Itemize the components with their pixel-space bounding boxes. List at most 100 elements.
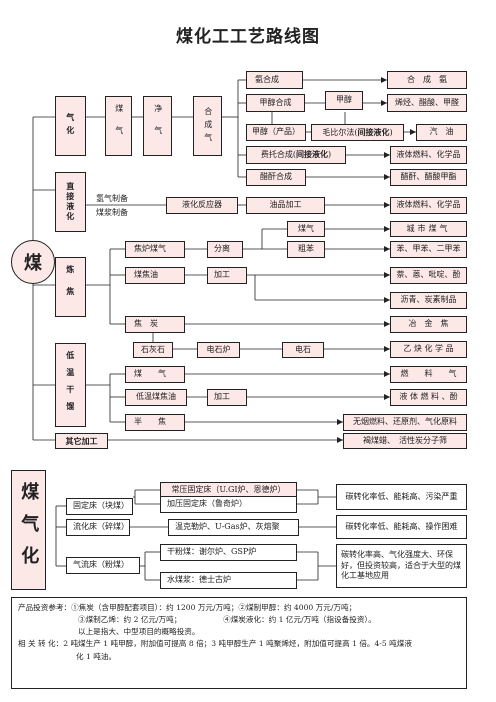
gasifier-title-box: 煤气化 (11, 470, 46, 590)
separate-box: 分离 (207, 241, 243, 258)
fixed-bed-box: 固定床（块煤） (66, 498, 133, 515)
semicoke-label: 半 焦 (134, 417, 166, 427)
clean-gas-box: 净气 (143, 96, 172, 156)
other-product-box: 褐煤蜡、 活性炭分子筛 (343, 433, 467, 449)
pitch-box: 沥青、炭素制品 (390, 292, 467, 309)
other-product-label: 褐煤蜡、 活性炭分子筛 (363, 435, 447, 445)
hydrogen-prep: 氢气制备 (96, 194, 128, 203)
fixed-bed-label: 固定床（块煤） (73, 501, 129, 511)
pitch-label: 沥青、炭素制品 (400, 295, 457, 305)
fluidized-bed-feature-box: 碳转化率低、能耗高、操作困难 (336, 515, 467, 539)
slurry-coal-box: 水煤浆：德士古炉 (160, 572, 297, 589)
notes-line-1: 产品投资参考：①焦炭（含甲醇配套项目）：约 1200 万元/万吨；②煤制甲醇：约… (18, 603, 357, 612)
coking-box: 炼焦 (55, 257, 86, 317)
entrained-bed-feature-box: 碳转化率高、气化强度大、环保好，但投资较高，适合于大型的煤化工基地应用 (336, 544, 467, 588)
dl-product-box: 液体燃料、化学品 (390, 197, 467, 214)
pressurized-fixed-bed-label: 加压固定床（鲁奇炉） (167, 499, 247, 509)
benzene-products-label: 苯、甲苯、二甲苯 (396, 244, 461, 254)
gasoline-product-label: 汽 油 (429, 127, 454, 137)
tar-products-box: 萘、蒽、吡啶、酚 (390, 267, 467, 284)
methanol-box: 甲醇 (325, 91, 363, 110)
coke-gas-box: 焦炉煤气 (125, 241, 185, 258)
mobil-process-box: 毛比尔法(间接液化) (311, 124, 404, 141)
tar-products-label: 萘、蒽、吡啶、酚 (396, 270, 461, 280)
dl-product-label: 液体燃料、化学品 (396, 200, 461, 210)
low-temp-box: 低温干馏 (55, 343, 86, 427)
ft-product-label: 液体燃料、化学品 (396, 149, 461, 159)
winkler-label: 温克勒炉、U-Gas炉、灰熔聚 (175, 522, 280, 532)
carbide-box: 电石 (282, 342, 324, 358)
coke-product-label: 冶 金 焦 (408, 319, 449, 329)
coal-gas-box: 煤气 (105, 96, 132, 156)
ft-synthesis-text: 费托合成( (260, 150, 296, 160)
lt-gas-box: 煤 气 (125, 366, 185, 383)
acetic-product-box: 醋酐、醋酸甲酯 (390, 169, 467, 186)
ammonia-synthesis-label: 氨合成 (255, 74, 279, 84)
tar-label: 煤焦油 (134, 270, 158, 280)
methanol-label: 甲醇 (336, 95, 352, 105)
arc-furnace-label: 电石炉 (206, 344, 231, 354)
carbide-label: 电石 (295, 344, 311, 354)
mobil-process-text: 毛比尔法( (322, 127, 358, 137)
notes-box: 产品投资参考：①焦炭（含甲醇配套项目）：约 1200 万元/万吨；②煤制甲醇：约… (11, 597, 467, 689)
ft-product-box: 液体燃料、化学品 (390, 146, 467, 164)
oil-upgrade-label: 油品加工 (269, 200, 302, 210)
ammonia-product-box: 合 成 氨 (387, 71, 467, 89)
other-label: 其它加工 (65, 435, 98, 446)
ammonia-product-label: 合 成 氨 (407, 74, 447, 84)
lt-gas-product-box: 燃 料 气 (390, 366, 467, 383)
methanol-synthesis-label: 甲醇合成 (259, 97, 292, 107)
acetic-anhydride-box: 醋酐合成 (246, 169, 306, 186)
gasification-box: 气化 (55, 96, 86, 156)
low-temp-label: 低温干馏 (65, 351, 76, 419)
ammonia-synthesis-box: 氨合成 (246, 71, 303, 89)
coking-gas-label: 煤气 (298, 223, 314, 233)
fluidized-bed-box: 流化床（碎煤） (66, 519, 130, 536)
clean-gas-label: 净气 (153, 104, 163, 148)
lt-tar-product-box: 液 体 燃 料 、酚 (390, 389, 467, 406)
entrained-bed-box: 气流床（粉煤） (66, 557, 140, 574)
arc-furnace-box: 电石炉 (197, 342, 240, 358)
mobil-process-label: 毛比尔法(间接液化) (322, 127, 392, 138)
semicoke-box: 半 焦 (125, 414, 185, 431)
entrained-bed-feature-label: 碳转化率高、气化强度大、环保好，但投资较高，适合于大型的煤化工基地应用 (341, 550, 461, 581)
notes-line-2: ③煤制乙烯：约 2 亿元/万吨； ④煤炭液化：约 1 亿元/万吨（指设备投资）。 (78, 615, 376, 625)
fixed-bed-feature-label: 碳转化率低、能耗高、污染严重 (345, 491, 458, 501)
winkler-box: 温克勒炉、U-Gas炉、灰熔聚 (168, 519, 299, 536)
tar-process-label: 加工 (214, 270, 230, 280)
acetic-anhydride-label: 醋酐合成 (260, 172, 292, 182)
coke-gas-label: 焦炉煤气 (134, 244, 166, 254)
lt-gas-product-label: 燃 料 气 (400, 369, 457, 379)
direct-liquefaction-label: 直接液化 (65, 182, 76, 222)
pressurized-fixed-bed-box: 加压固定床（鲁奇炉） (160, 496, 297, 513)
page-title: 煤化工工艺路线图 (176, 27, 320, 47)
acetic-product-label: 醋酐、醋酸甲酯 (400, 172, 457, 182)
gasoline-product-box: 汽 油 (416, 124, 467, 141)
crude-benzene-box: 粗苯 (287, 241, 325, 258)
city-gas-box: 城市煤气 (390, 221, 467, 237)
ft-synthesis-label: 费托合成(间接液化) (261, 149, 331, 160)
liquefaction-reactor-label: 液化反应器 (182, 200, 222, 210)
lt-tar-label: 低温煤焦油 (136, 392, 176, 402)
other-box: 其它加工 (55, 433, 108, 449)
fluidized-bed-feature-label: 碳转化率低、能耗高、操作困难 (345, 521, 458, 531)
slurry-coal-label: 水煤浆：德士古炉 (167, 575, 231, 585)
methanol-synthesis-box: 甲醇合成 (246, 94, 305, 112)
crude-benzene-label: 粗苯 (298, 244, 314, 254)
lt-tar-product-label: 液 体 燃 料 、酚 (399, 392, 458, 402)
methanol-product-box: 甲醇（产品） (246, 124, 306, 141)
olefin-product-label: 烯烃、醋酸、甲醛 (395, 97, 459, 107)
notes-line-3: 以上是指大、中型项目的概略投资。 (78, 627, 200, 637)
mobil-process-tail: ) (389, 127, 393, 137)
ft-synthesis-bold: 间接液化 (296, 149, 328, 160)
benzene-products-box: 苯、甲苯、二甲苯 (390, 241, 467, 258)
gasifier-title-label: 煤气化 (18, 482, 40, 578)
syngas-label: 合成气 (203, 106, 213, 146)
olefin-product-box: 烯烃、醋酸、甲醛 (387, 94, 467, 112)
separate-label: 分离 (214, 244, 230, 254)
methanol-product-label: 甲醇（产品） (252, 127, 300, 137)
coke-box: 焦 炭 (125, 316, 185, 333)
semicoke-product-label: 无烟燃料、还原剂、气化原料 (353, 417, 457, 427)
carbide-product-box: 乙 炔 化 学 品 (390, 341, 467, 358)
